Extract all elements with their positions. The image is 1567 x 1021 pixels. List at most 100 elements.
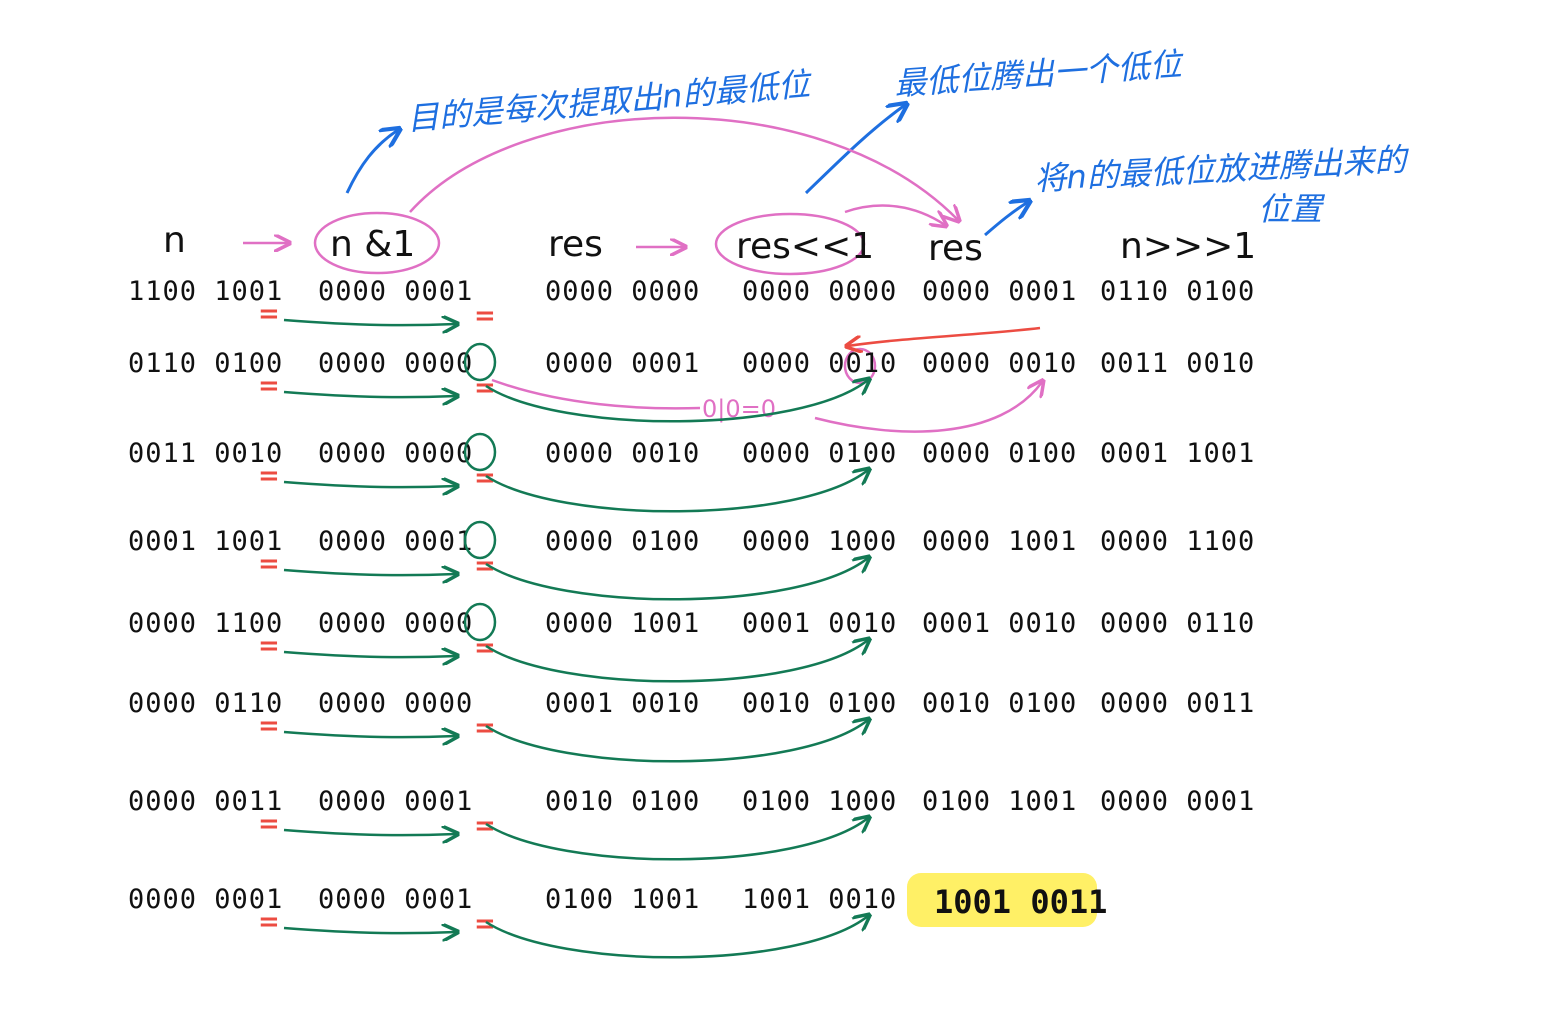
big-pink-arc: [409, 116, 958, 220]
and-low-bit-marker-row-8: =: [474, 909, 496, 939]
red-feedback-arrow: [848, 326, 1041, 346]
n-low-bit-marker-row-4: =: [258, 549, 280, 579]
insert-arc-row-6: [485, 720, 868, 763]
n-low-bit-marker-row-6: =: [258, 711, 280, 741]
cell-n-row-6: 0000 0110: [128, 688, 283, 719]
insert-arc-row-4: [485, 558, 868, 601]
insert-arc-row-5: [485, 640, 868, 683]
insert-arc-row-8: [485, 916, 868, 959]
cell-res-row-5: 0000 1001: [545, 608, 700, 639]
or-detail: 0|0=0: [491, 326, 1042, 433]
cell-n-shift-row-3: 0001 1001: [1100, 438, 1255, 469]
extract-arrow-row-7: [283, 830, 456, 835]
cell-n-and-1-row-3: 0000 0000: [318, 438, 473, 469]
cell-n-row-4: 0001 1001: [128, 526, 283, 557]
low-bit-circle-row-4: [463, 520, 497, 560]
extract-arrow-row-1: [283, 320, 456, 325]
cell-n-and-1-row-7: 0000 0001: [318, 786, 473, 817]
cell-n-row-2: 0110 0100: [128, 348, 283, 379]
cell-n-and-1-row-6: 0000 0000: [318, 688, 473, 719]
vacate-note: 最低位腾出一个低位: [893, 45, 1186, 103]
insert-arc-row-2: [485, 380, 868, 423]
extract-arrow-row-6: [283, 732, 456, 737]
cell-res-shift-row-7: 0100 1000: [742, 786, 897, 817]
and-low-bit-marker-row-2: =: [474, 373, 496, 403]
insert-arc-row-3: [485, 470, 868, 513]
cell-res-shift-row-6: 0010 0100: [742, 688, 897, 719]
and-low-bit-marker-row-7: =: [474, 811, 496, 841]
cell-res-shift-row-8: 1001 0010: [742, 884, 897, 915]
n-low-bit-marker-row-2: =: [258, 371, 280, 401]
cell-n-shift-row-6: 0000 0011: [1100, 688, 1255, 719]
low-bit-circle-row-5: [463, 602, 497, 642]
cell-res-new-row-2: 0000 0010: [922, 348, 1077, 379]
cell-n-and-1-row-2: 0000 0000: [318, 348, 473, 379]
cell-res-shift-row-5: 0001 0010: [742, 608, 897, 639]
cell-res-new-row-4: 0000 1001: [922, 526, 1077, 557]
n-low-bit-marker-row-8: =: [258, 907, 280, 937]
cell-res-row-6: 0001 0010: [545, 688, 700, 719]
cell-res-new-row-7: 0100 1001: [922, 786, 1077, 817]
pink-arc-shift: [844, 204, 945, 225]
cell-n-and-1-row-5: 0000 0000: [318, 608, 473, 639]
header-res-shift: res<<1: [736, 226, 874, 267]
cell-n-shift-row-4: 0000 1100: [1100, 526, 1255, 557]
cell-res-new-row-3: 0000 0100: [922, 438, 1077, 469]
column-headers: n n &1 res res<<1 res n>>>1: [163, 220, 1256, 269]
and-low-bit-marker-row-5: =: [474, 633, 496, 663]
cell-res-shift-row-2: 0000 0010: [742, 348, 897, 379]
extract-arrow-row-4: [283, 570, 456, 575]
cell-n-shift-row-2: 0011 0010: [1100, 348, 1255, 379]
cell-n-and-1-row-1: 0000 0001: [318, 276, 473, 307]
cell-n-row-7: 0000 0011: [128, 786, 283, 817]
result-highlight: [907, 873, 1097, 927]
and-low-bit-marker-row-1: =: [474, 301, 496, 331]
extract-arrow-row-5: [283, 652, 456, 657]
cell-n-row-1: 1100 1001: [128, 276, 283, 307]
cell-n-row-3: 0011 0010: [128, 438, 283, 469]
header-res-new: res: [928, 228, 983, 269]
cell-n-and-1-row-8: 0000 0001: [318, 884, 473, 915]
low-bit-circle-row-3: [463, 432, 497, 472]
cell-res-shift-row-3: 0000 0100: [742, 438, 897, 469]
header-flow: [243, 116, 958, 276]
and-low-bit-marker-row-6: =: [474, 713, 496, 743]
n-low-bit-marker-row-5: =: [258, 631, 280, 661]
header-n-shift: n>>>1: [1120, 226, 1256, 267]
pink-or-curve: [491, 378, 701, 410]
cell-res-new-row-1: 0000 0001: [922, 276, 1077, 307]
extract-arrow-row-3: [283, 482, 456, 487]
place-arrow: [984, 202, 1028, 237]
cell-res-row-4: 0000 0100: [545, 526, 700, 557]
cell-res-row-8: 0100 1001: [545, 884, 700, 915]
low-bit-circle-row-2: [463, 342, 497, 382]
cell-res-new-row-5: 0001 0010: [922, 608, 1077, 639]
place-note-line1: 将n的最低位放进腾出来的: [1033, 140, 1411, 198]
pink-or-result-arrow: [814, 382, 1042, 433]
cell-n-shift-row-5: 0000 0110: [1100, 608, 1255, 639]
cell-n-row-5: 0000 1100: [128, 608, 283, 639]
cell-n-shift-row-1: 0110 0100: [1100, 276, 1255, 307]
cell-n-and-1-row-4: 0000 0001: [318, 526, 473, 557]
cell-res-shift-row-1: 0000 0000: [742, 276, 897, 307]
bit-table: 1100 1001 0000 0001 0000 0000 0000 0000 0000…: [128, 276, 1255, 959]
cell-res-new-row-6: 0010 0100: [922, 688, 1077, 719]
cell-res-row-7: 0010 0100: [545, 786, 700, 817]
place-note-line2: 位置: [1258, 190, 1326, 228]
res-shift-header-circle: [714, 212, 866, 276]
cell-res-new-row-8: 1001 0011: [934, 883, 1107, 921]
n-and-1-header-circle: [313, 211, 441, 275]
extract-arrow-row-8: [283, 928, 456, 933]
and-low-bit-marker-row-3: =: [474, 463, 496, 493]
cell-res-row-2: 0000 0001: [545, 348, 700, 379]
and-low-bit-marker-row-4: =: [474, 551, 496, 581]
header-res: res: [548, 224, 603, 265]
extract-arrow-row-2: [283, 392, 456, 397]
header-n: n: [163, 220, 186, 261]
vacate-arrow: [804, 105, 905, 195]
goal-arrow: [345, 130, 398, 194]
n-low-bit-marker-row-1: =: [258, 299, 280, 329]
cell-res-row-3: 0000 0010: [545, 438, 700, 469]
cell-n-shift-row-7: 0000 0001: [1100, 786, 1255, 817]
